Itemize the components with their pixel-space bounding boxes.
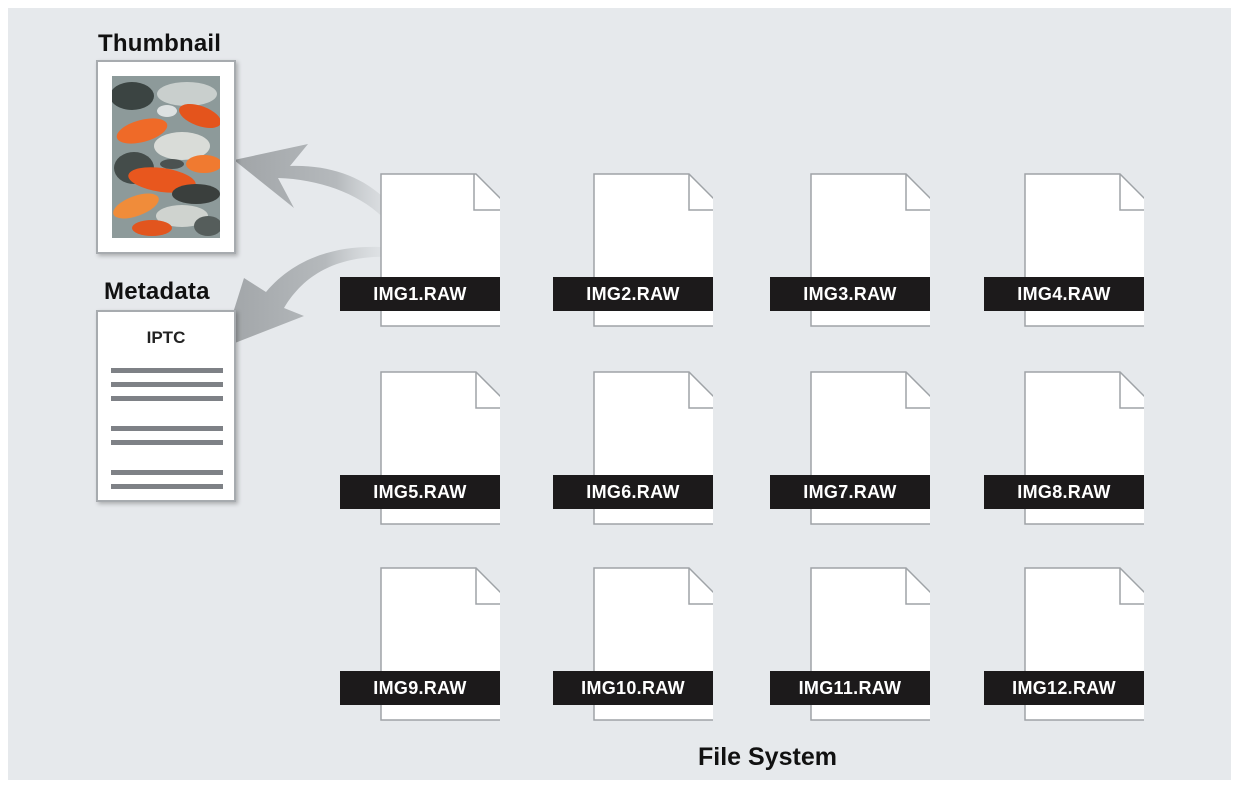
file-item[interactable]: IMG12.RAW — [984, 564, 1144, 724]
file-item[interactable]: IMG3.RAW — [770, 170, 930, 330]
file-item[interactable]: IMG6.RAW — [553, 368, 713, 528]
file-label: IMG1.RAW — [340, 277, 500, 311]
file-label: IMG4.RAW — [984, 277, 1144, 311]
metadata-line — [111, 470, 223, 475]
file-item[interactable]: IMG5.RAW — [340, 368, 500, 528]
file-label: IMG6.RAW — [553, 475, 713, 509]
file-item[interactable]: IMG7.RAW — [770, 368, 930, 528]
metadata-line — [111, 382, 223, 387]
file-item[interactable]: IMG2.RAW — [553, 170, 713, 330]
file-label: IMG5.RAW — [340, 475, 500, 509]
file-system-title: File System — [698, 743, 837, 771]
metadata-title: Metadata — [104, 278, 210, 305]
file-item[interactable]: IMG8.RAW — [984, 368, 1144, 528]
arrow-to-metadata-icon — [222, 246, 410, 348]
metadata-line — [111, 396, 223, 401]
iptc-label: IPTC — [146, 328, 186, 347]
file-label: IMG8.RAW — [984, 475, 1144, 509]
thumbnail-panel — [96, 60, 236, 254]
file-label: IMG10.RAW — [553, 671, 713, 705]
file-label: IMG3.RAW — [770, 277, 930, 311]
file-item[interactable]: IMG9.RAW — [340, 564, 500, 724]
file-label: IMG12.RAW — [984, 671, 1144, 705]
file-label: IMG7.RAW — [770, 475, 930, 509]
file-label: IMG9.RAW — [340, 671, 500, 705]
arrows — [222, 144, 420, 348]
diagram-canvas: Thumbnail Metadata — [8, 8, 1231, 780]
thumbnail-photo — [112, 76, 220, 238]
file-item[interactable]: IMG4.RAW — [984, 170, 1144, 330]
metadata-line — [111, 440, 223, 445]
file-item[interactable]: IMG10.RAW — [553, 564, 713, 724]
file-label: IMG2.RAW — [553, 277, 713, 311]
file-item[interactable]: IMG1.RAW — [340, 170, 500, 330]
metadata-line — [111, 484, 223, 489]
metadata-panel: IPTC — [96, 310, 236, 502]
file-label: IMG11.RAW — [770, 671, 930, 705]
thumbnail-title: Thumbnail — [98, 30, 222, 57]
file-item[interactable]: IMG11.RAW — [770, 564, 930, 724]
metadata-line — [111, 426, 223, 431]
arrow-to-thumbnail-icon — [234, 144, 420, 258]
metadata-line — [111, 368, 223, 373]
